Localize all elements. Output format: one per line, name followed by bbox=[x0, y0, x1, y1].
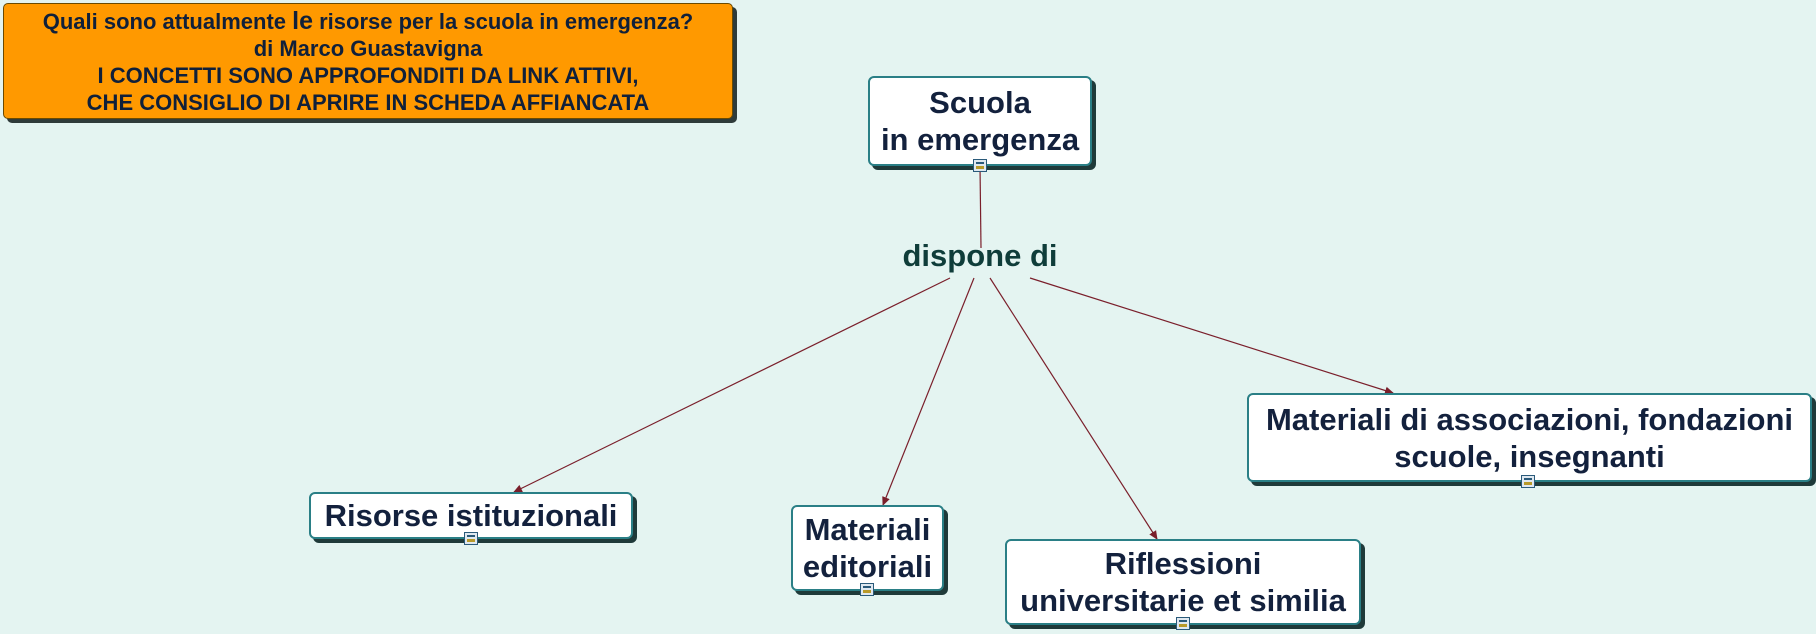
connector-to-risorse bbox=[513, 277, 951, 493]
node-scuola-in-emergenza[interactable]: Scuola in emergenza bbox=[868, 76, 1092, 166]
node-scuola-label-1: Scuola bbox=[929, 85, 1031, 120]
node-associazioni-label-2: scuole, insegnanti bbox=[1394, 438, 1665, 474]
node-risorse-label: Risorse istituzionali bbox=[324, 498, 618, 533]
node-editoriali-label-1: Materiali bbox=[804, 512, 931, 547]
title-author: di Marco Guastavigna bbox=[253, 36, 483, 61]
node-editoriali-label-2: editoriali bbox=[802, 549, 933, 584]
title-note-line-2: CHE CONSIGLIO DI APRIRE IN SCHEDA AFFIAN… bbox=[86, 90, 650, 115]
doc-icon[interactable] bbox=[860, 583, 874, 596]
doc-icon[interactable] bbox=[464, 532, 478, 545]
node-materiali-editoriali[interactable]: Materiali editoriali bbox=[791, 505, 944, 591]
node-risorse-istituzionali[interactable]: Risorse istituzionali bbox=[309, 492, 633, 539]
node-riflessioni-label-1: Riflessioni bbox=[1104, 546, 1262, 581]
title-question-start: Quali sono attualmente bbox=[42, 9, 293, 34]
doc-icon[interactable] bbox=[973, 159, 987, 172]
title-question-emphasis: le bbox=[292, 7, 313, 35]
map-title-box: Quali sono attualmente le risorse per la… bbox=[3, 3, 733, 119]
connector-scuola-to-label bbox=[979, 165, 982, 249]
title-question-end: risorse per la scuola in emergenza? bbox=[312, 9, 694, 34]
connector-to-editoriali bbox=[882, 277, 975, 506]
title-line-1: Quali sono attualmente le risorse per la… bbox=[4, 8, 732, 35]
doc-icon[interactable] bbox=[1521, 475, 1535, 488]
title-note-line-1: I CONCETTI SONO APPROFONDITI DA LINK ATT… bbox=[97, 63, 639, 88]
node-riflessioni-universitarie[interactable]: Riflessioni universitarie et similia bbox=[1005, 539, 1361, 625]
node-associazioni-label-1: Materiali di associazioni, fondazioni bbox=[1265, 401, 1794, 437]
connector-to-associazioni bbox=[1029, 277, 1394, 395]
link-label-dispone-di: dispone di bbox=[902, 238, 1058, 273]
node-materiali-associazioni[interactable]: Materiali di associazioni, fondazioni sc… bbox=[1247, 393, 1812, 482]
node-scuola-label-2: in emergenza bbox=[880, 122, 1080, 157]
doc-icon[interactable] bbox=[1176, 617, 1190, 630]
connector-to-riflessioni bbox=[989, 277, 1158, 540]
node-riflessioni-label-2: universitarie et similia bbox=[1020, 583, 1346, 618]
